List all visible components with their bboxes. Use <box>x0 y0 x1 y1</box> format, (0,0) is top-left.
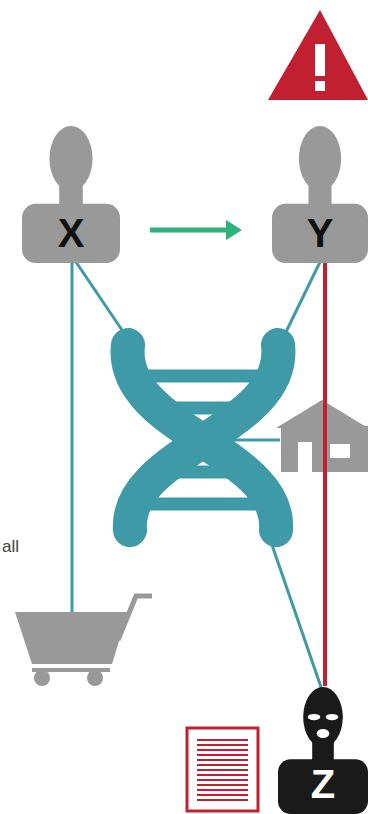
margin-text: all <box>2 537 19 557</box>
document-icon <box>187 728 258 811</box>
connector <box>325 263 326 686</box>
connector <box>150 220 242 240</box>
dna-helix <box>128 345 279 530</box>
warning-triangle <box>268 10 368 100</box>
warning-mark <box>315 44 325 76</box>
person-letter: Y <box>272 211 368 255</box>
person-letter: X <box>22 211 120 255</box>
warning-mark <box>315 81 325 91</box>
person-node: X <box>22 125 120 263</box>
person-node: Z <box>278 686 368 814</box>
person-letter: Z <box>278 762 368 806</box>
cart-icon <box>15 596 152 686</box>
person-node: Y <box>272 125 368 263</box>
house-icon <box>276 400 368 472</box>
